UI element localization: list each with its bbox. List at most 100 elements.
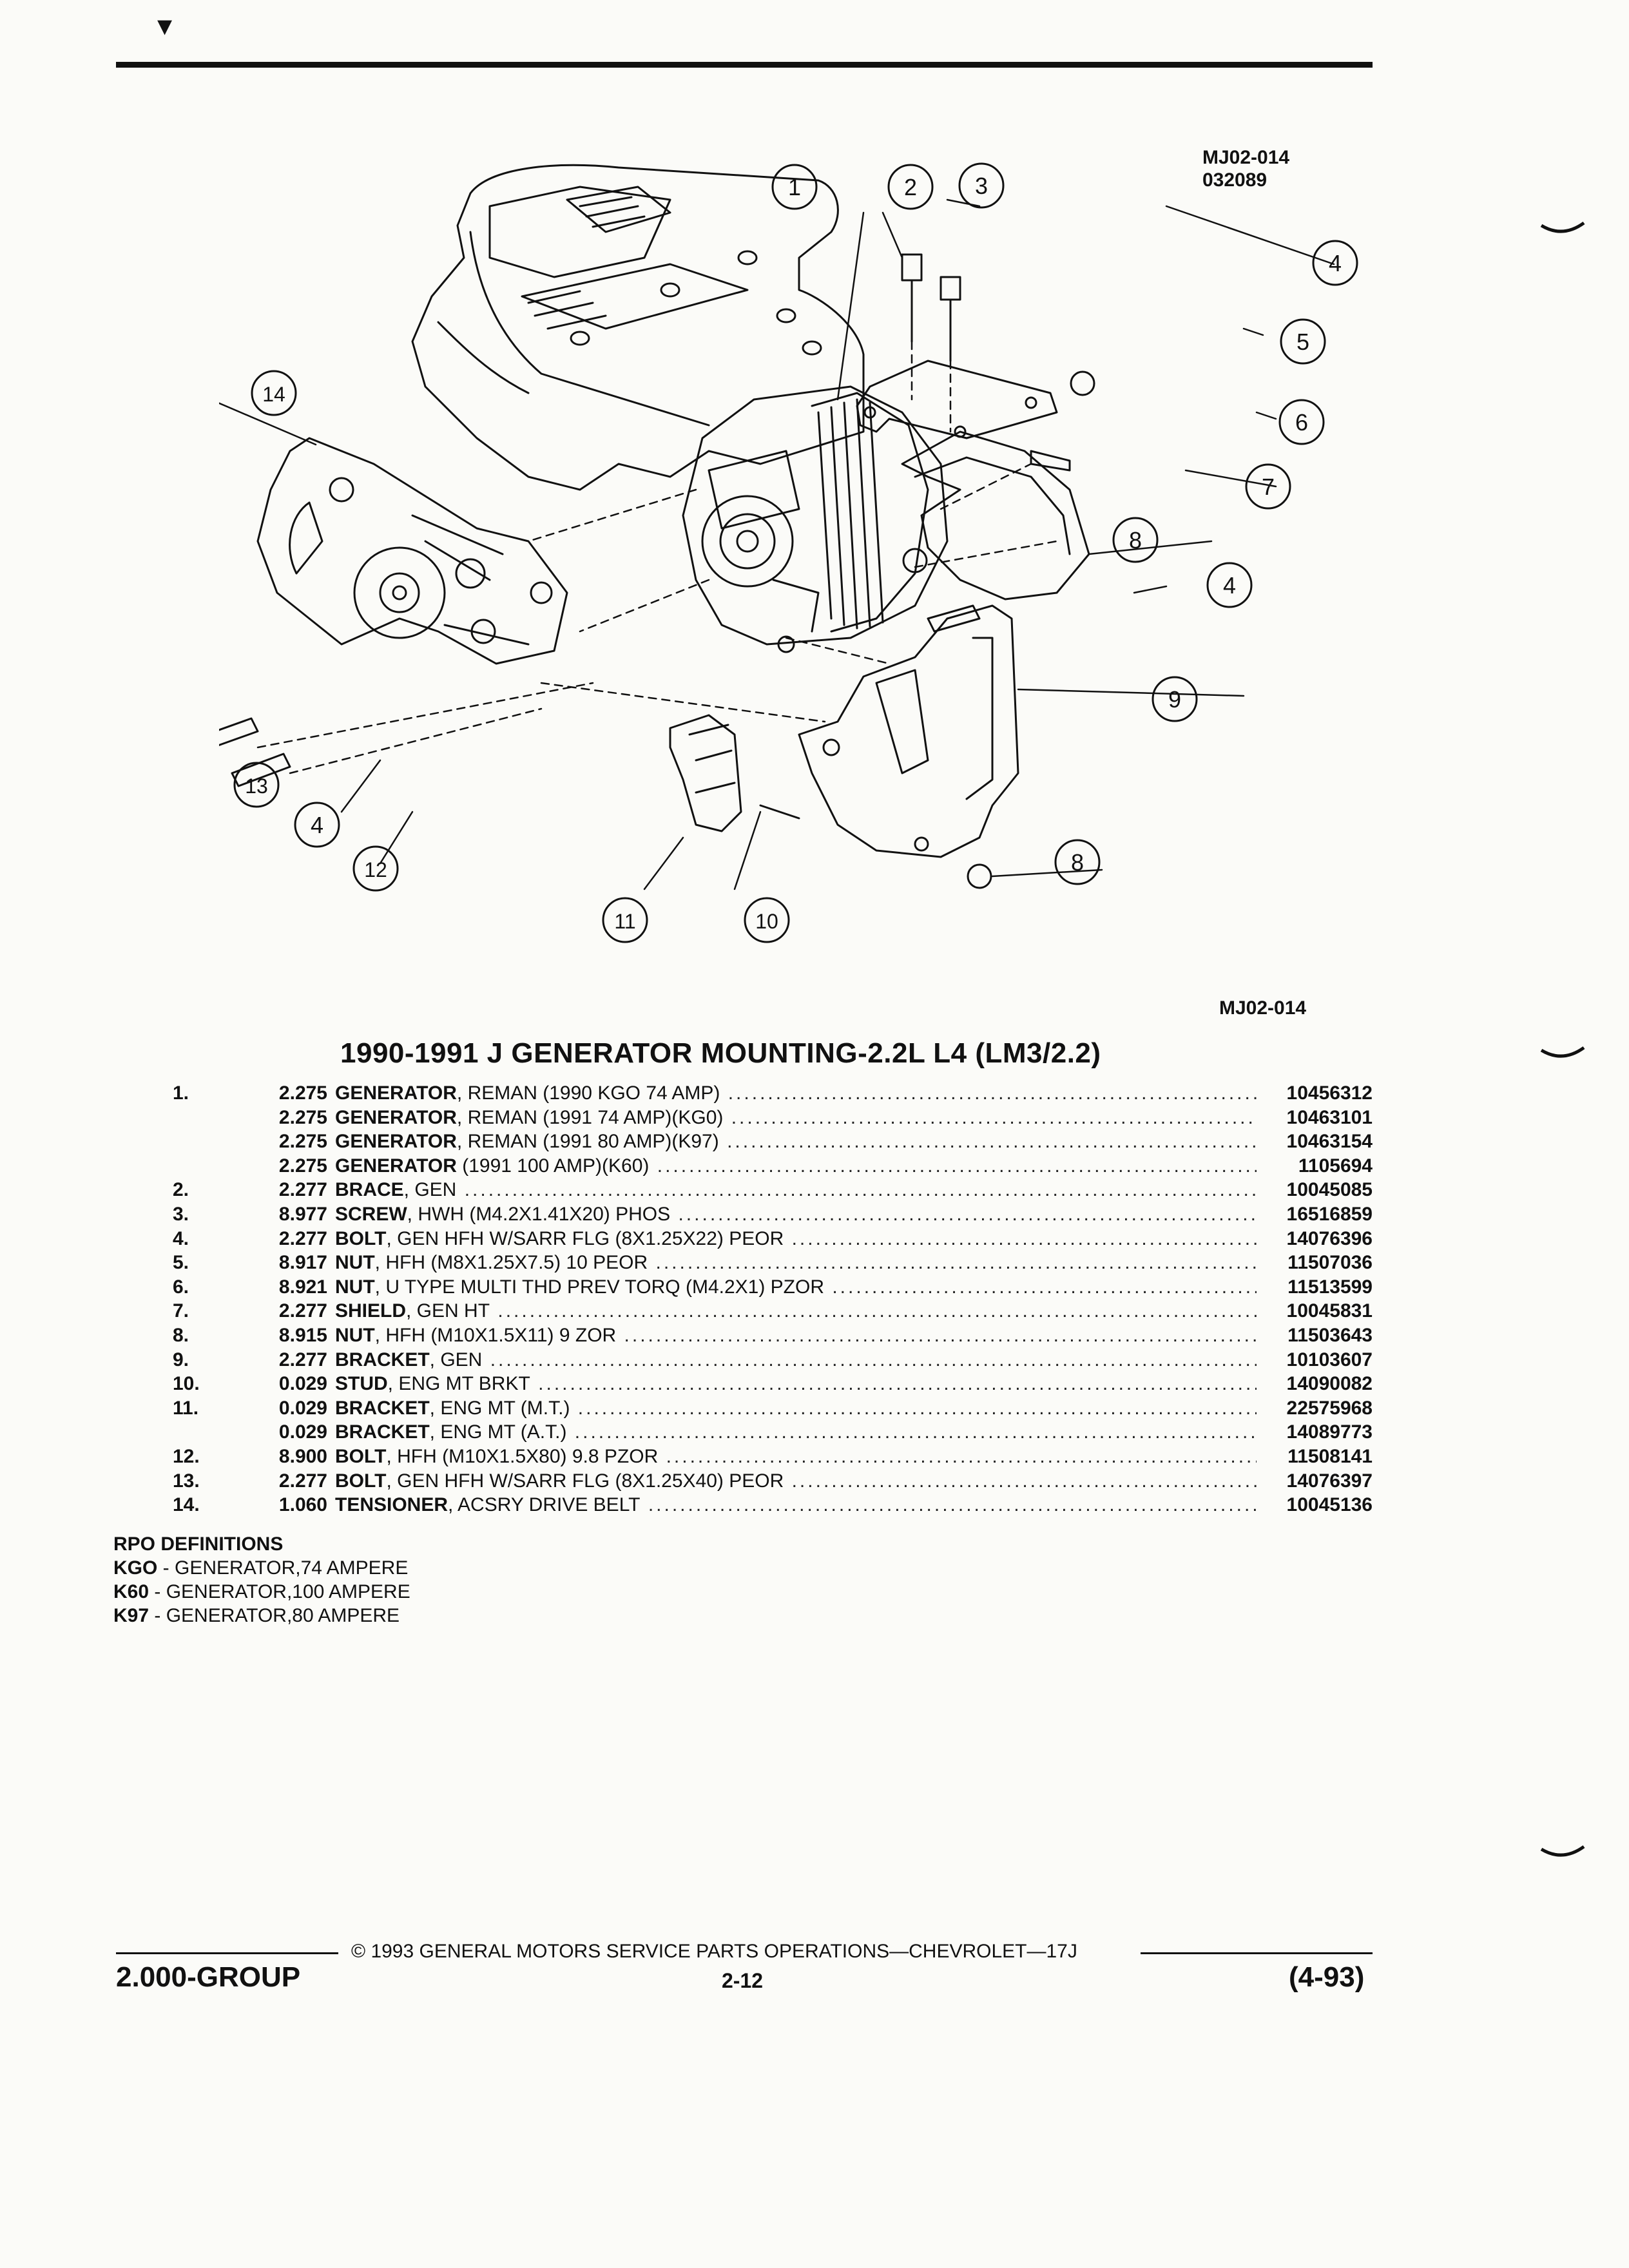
part-number: 10463101	[1286, 1106, 1373, 1128]
rpo-item: K97 - GENERATOR,80 AMPERE	[113, 1604, 410, 1628]
group-number: 2.277	[278, 1349, 327, 1370]
part-name: BOLT	[335, 1470, 387, 1492]
group-number: 0.029	[278, 1421, 327, 1443]
copyright-line: © 1993 GENERAL MOTORS SERVICE PARTS OPER…	[351, 1941, 1077, 1962]
heat-shield	[901, 430, 1090, 601]
part-detail: , GEN HT	[406, 1300, 490, 1322]
part-number: 11513599	[1287, 1276, 1373, 1298]
leader-dots: ........................................…	[624, 1324, 1257, 1346]
part-description: BRACKET, ENG MT (M.T.) .................…	[335, 1396, 1257, 1421]
part-detail: , HFH (M8X1.25X7.5) 10 PEOR	[374, 1252, 648, 1274]
part-detail: , HFH (M10X1.5X11) 9 ZOR	[374, 1324, 617, 1346]
part-name: NUT	[335, 1276, 375, 1298]
brace	[856, 360, 1058, 439]
part-number: 22575968	[1286, 1397, 1373, 1419]
group-number: 8.921	[278, 1276, 327, 1298]
parts-row: 9. 2.277 BRACKET, GEN ....................…	[161, 1348, 1373, 1372]
part-detail: , ENG MT (M.T.)	[429, 1397, 570, 1419]
part-description: GENERATOR, REMAN (1990 KGO 74 AMP) .....…	[335, 1081, 1257, 1106]
item-number: 1.	[173, 1082, 189, 1104]
group-number: 8.900	[278, 1445, 327, 1467]
part-number: 10045136	[1286, 1494, 1373, 1516]
item-number: 7.	[173, 1300, 189, 1322]
part-description: GENERATOR, REMAN (1991 80 AMP)(K97) ....…	[335, 1129, 1257, 1154]
part-name: SHIELD	[335, 1300, 407, 1322]
part-detail: , REMAN (1991 74 AMP)(KG0)	[456, 1106, 724, 1128]
part-name: BRACE	[335, 1179, 404, 1201]
part-detail: , HWH (M4.2X1.41X20) PHOS	[407, 1203, 671, 1225]
group-number: 8.917	[278, 1252, 327, 1274]
leader-dots: ........................................…	[497, 1300, 1257, 1322]
part-detail: (1991 100 AMP)(K60)	[456, 1155, 650, 1177]
group-number: 0.029	[278, 1397, 327, 1419]
generator-bracket	[798, 604, 1019, 858]
part-name: BRACKET	[335, 1349, 430, 1370]
rpo-title: RPO DEFINITIONS	[113, 1533, 284, 1555]
revision-date: (4-93)	[1289, 1961, 1365, 1993]
leader-dots: ........................................…	[657, 1155, 1257, 1177]
group-number: 1.060	[278, 1494, 327, 1516]
page-title: 1990-1991 J GENERATOR MOUNTING-2.2L L4 (…	[340, 1037, 1101, 1069]
group-number: 2.275	[278, 1155, 327, 1177]
footer-rule	[1141, 1952, 1373, 1954]
item-number: 10.	[173, 1373, 200, 1395]
part-name: GENERATOR	[335, 1106, 457, 1128]
group-number: 8.977	[278, 1203, 327, 1225]
leader-dots: ........................................…	[666, 1445, 1257, 1467]
leader-dots: ........................................…	[538, 1373, 1257, 1395]
leader-dots: ........................................…	[577, 1397, 1257, 1419]
part-detail: , REMAN (1991 80 AMP)(K97)	[456, 1131, 719, 1153]
leader-dots: ........................................…	[464, 1179, 1257, 1201]
part-number: 10463154	[1286, 1131, 1373, 1153]
rpo-code: KGO	[113, 1557, 158, 1579]
part-name: STUD	[335, 1373, 388, 1395]
part-name: GENERATOR	[335, 1082, 457, 1104]
part-detail: , REMAN (1990 KGO 74 AMP)	[456, 1082, 720, 1104]
item-number: 14.	[173, 1494, 200, 1516]
part-description: BRACKET, GEN ...........................…	[335, 1348, 1257, 1372]
leader-dots: ........................................…	[832, 1276, 1257, 1298]
leader-dots: ........................................…	[731, 1106, 1257, 1128]
part-description: SCREW, HWH (M4.2X1.41X20) PHOS .........…	[335, 1202, 1257, 1227]
assembly-lines	[256, 340, 1058, 774]
rpo-text: - GENERATOR,100 AMPERE	[149, 1581, 410, 1602]
part-description: NUT, HFH (M10X1.5X11) 9 ZOR ............…	[335, 1323, 1257, 1348]
item-number: 12.	[173, 1445, 200, 1467]
part-detail: , GEN HFH W/SARR FLG (8X1.25X40) PEOR	[386, 1470, 784, 1492]
part-description: BRACKET, ENG MT (A.T.) .................…	[335, 1420, 1257, 1445]
group-number: 0.029	[278, 1373, 327, 1395]
group-label: 2.000-GROUP	[116, 1961, 301, 1993]
exploded-diagram	[219, 164, 1335, 890]
part-number: 11508141	[1287, 1445, 1373, 1467]
part-detail: , GEN HFH W/SARR FLG (8X1.25X22) PEOR	[386, 1227, 784, 1249]
group-number: 2.277	[278, 1470, 327, 1492]
item-number: 5.	[173, 1252, 189, 1274]
margin-tick	[1540, 1046, 1585, 1058]
parts-row: 2.275 GENERATOR, REMAN (1991 74 AMP)(KG0)…	[161, 1106, 1373, 1130]
item-number: 9.	[173, 1349, 189, 1370]
rpo-code: K97	[113, 1605, 149, 1626]
part-number: 14076396	[1286, 1227, 1373, 1249]
leader-dots: ........................................…	[655, 1252, 1257, 1274]
rpo-definitions: RPO DEFINITIONS KGO - GENERATOR,74 AMPER…	[113, 1532, 410, 1628]
part-name: BRACKET	[335, 1397, 430, 1419]
part-description: NUT, U TYPE MULTI THD PREV TORQ (M4.2X1)…	[335, 1275, 1257, 1300]
part-number: 10456312	[1286, 1082, 1373, 1104]
rpo-text: - GENERATOR,80 AMPERE	[149, 1605, 400, 1626]
part-name: BOLT	[335, 1445, 387, 1467]
part-name: SCREW	[335, 1203, 407, 1225]
group-number: 2.275	[278, 1106, 327, 1128]
leader-dots: ........................................…	[490, 1349, 1257, 1370]
part-number: 1105694	[1298, 1155, 1373, 1177]
part-number: 14089773	[1286, 1421, 1373, 1443]
